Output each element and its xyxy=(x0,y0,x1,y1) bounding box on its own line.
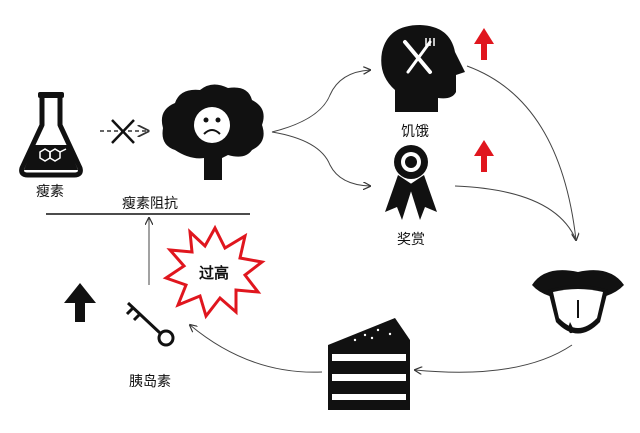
cake-slice-icon xyxy=(328,318,410,410)
arrow-hunger-to-mouth xyxy=(466,65,576,240)
arrow-to-reward xyxy=(271,131,370,186)
insulin-label: 胰岛素 xyxy=(129,374,171,390)
mouth-tongue-icon xyxy=(532,270,624,334)
flask-icon xyxy=(19,92,83,178)
arrow-mouth-to-cake xyxy=(415,344,573,372)
leptin-label: 瘦素 xyxy=(36,183,64,200)
blocked-arrow xyxy=(100,119,148,144)
arrow-reward-to-mouth xyxy=(454,185,577,241)
starburst-icon xyxy=(162,224,266,320)
reward-label: 奖赏 xyxy=(397,231,425,248)
leptin-resistance-label: 瘦素阻抗 xyxy=(122,195,178,212)
hunger-label: 饥饿 xyxy=(401,124,429,140)
award-ribbon-icon xyxy=(385,145,437,220)
key-icon xyxy=(125,301,175,347)
up-arrow-icon xyxy=(474,28,494,172)
arrow-to-hunger xyxy=(271,70,370,133)
arrow-cake-to-insulin xyxy=(190,325,323,373)
sad-brain-icon xyxy=(161,84,264,180)
up-arrow-icon xyxy=(64,283,96,322)
head-fork-knife-icon xyxy=(381,25,465,112)
too-high-label: 过高 xyxy=(199,264,229,282)
